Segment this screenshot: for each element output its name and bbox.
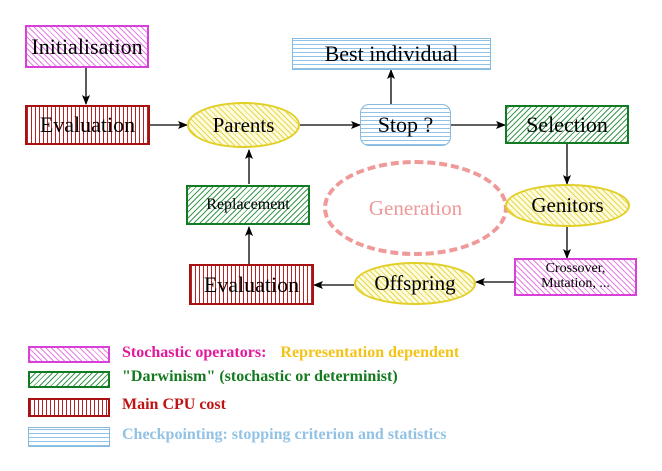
legend-label-darwinism: "Darwinism" (stochastic or determinist) xyxy=(122,368,398,385)
node-selection-label: Selection xyxy=(526,111,608,137)
legend-swatch-red-vertical-hatch-icon xyxy=(28,398,110,417)
node-generation-loop: Generation xyxy=(323,160,508,256)
node-genitors-label: Genitors xyxy=(531,193,604,218)
legend-label-stochastic: Stochastic operators: Representation depe… xyxy=(122,344,459,362)
node-replacement-label: Replacement xyxy=(206,195,290,213)
legend-row-stochastic: Stochastic operators: Representation depe… xyxy=(0,336,662,366)
node-selection[interactable]: Selection xyxy=(505,105,629,144)
node-stop[interactable]: Stop ? xyxy=(360,104,451,146)
node-parents-label: Parents xyxy=(212,112,275,137)
legend-row-checkpointing: Checkpointing: stopping criterion and st… xyxy=(0,419,662,447)
node-parents[interactable]: Parents xyxy=(187,102,300,148)
legend-label-checkpointing: Checkpointing: stopping criterion and st… xyxy=(122,426,447,443)
node-genitors[interactable]: Genitors xyxy=(505,184,630,227)
legend-swatch-blue-horizontal-hatch-icon xyxy=(28,427,110,447)
node-evaluation-top-label: Evaluation xyxy=(39,112,136,138)
node-replacement[interactable]: Replacement xyxy=(186,185,310,225)
legend-swatch-green-diagonal-hatch-icon xyxy=(28,371,110,388)
node-crossover-mutation[interactable]: Crossover, Mutation, ... xyxy=(514,258,637,296)
node-initialisation-label: Initialisation xyxy=(31,33,143,59)
node-offspring-label: Offspring xyxy=(374,271,456,296)
node-evaluation-top[interactable]: Evaluation xyxy=(25,105,150,145)
node-best-individual-label: Best individual xyxy=(324,41,459,67)
node-evaluation-bottom-label: Evaluation xyxy=(203,271,300,297)
node-initialisation[interactable]: Initialisation xyxy=(25,25,149,68)
node-crossover-mutation-line2: Mutation, ... xyxy=(541,276,610,291)
node-best-individual[interactable]: Best individual xyxy=(292,38,491,70)
legend: Stochastic operators: Representation depe… xyxy=(0,336,662,447)
legend-label-stochastic-text: Stochastic operators: xyxy=(122,344,267,361)
legend-row-darwinism: "Darwinism" (stochastic or determinist) xyxy=(0,366,662,392)
legend-label-cpu-cost: Main CPU cost xyxy=(122,396,226,413)
node-crossover-mutation-line1: Crossover, xyxy=(545,261,606,277)
node-evaluation-bottom[interactable]: Evaluation xyxy=(189,264,314,305)
legend-swatch-magenta-diagonal-hatch-icon xyxy=(28,346,110,363)
legend-row-cpu-cost: Main CPU cost xyxy=(0,392,662,419)
node-generation-label: Generation xyxy=(368,195,463,220)
legend-label-representation-dependent: Representation dependent xyxy=(280,344,460,361)
node-offspring[interactable]: Offspring xyxy=(354,262,476,305)
node-stop-label: Stop ? xyxy=(377,112,434,138)
